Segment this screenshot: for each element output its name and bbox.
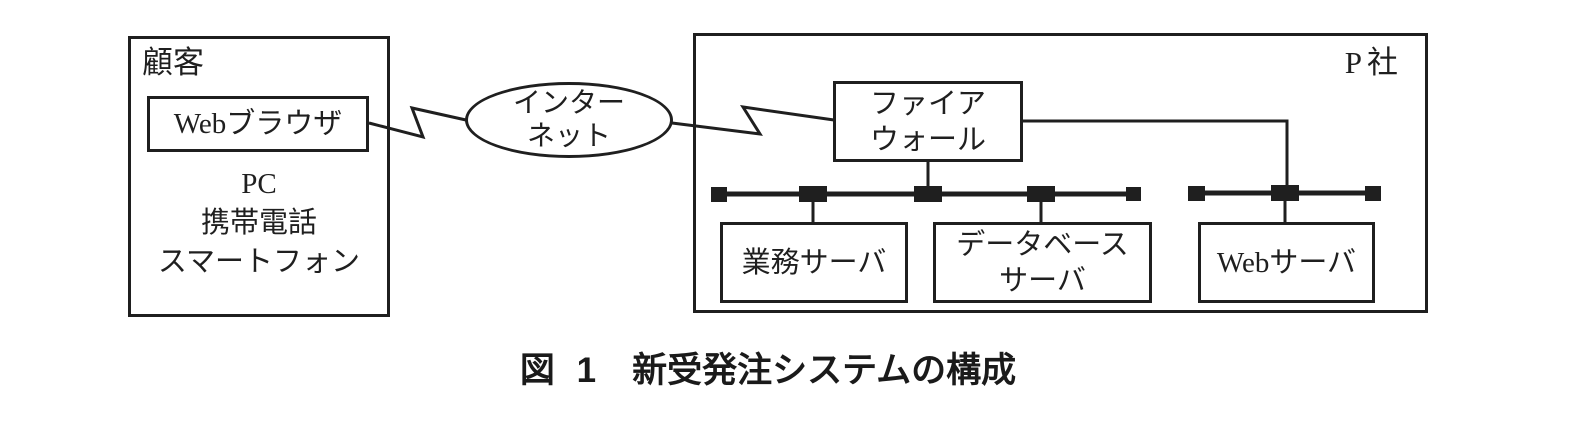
firewall-label-line1: ファイア <box>869 87 986 120</box>
web-browser-box: Webブラウザ <box>147 96 369 152</box>
firewall-box: ファイア ウォール <box>833 81 1023 162</box>
bus-terminator-left <box>711 187 727 202</box>
business-server-label: 業務サーバ <box>741 246 887 279</box>
figure-caption: 図 1 新受発注システムの構成 <box>0 342 1561 393</box>
figure-number: 図 1 <box>519 351 603 390</box>
wan-link-internet-firewall <box>671 105 835 136</box>
database-server-box: データベース サーバ <box>933 222 1152 303</box>
dmz-terminator-left <box>1188 186 1205 201</box>
device-pc: PC <box>241 168 277 200</box>
database-server-label-line1: データベース <box>956 228 1129 261</box>
internet-cloud: インター ネット <box>465 82 673 158</box>
bus-tap-database-server <box>1027 186 1055 202</box>
firewall-label-line2: ウォール <box>869 123 986 156</box>
bus-terminator-right <box>1126 187 1141 201</box>
web-server-label: Webサーバ <box>1216 246 1357 279</box>
company-group-box: P社 <box>693 33 1428 313</box>
company-group-label: P社 <box>1344 45 1403 80</box>
customer-group-box: 顧客 PC 携帯電話 スマートフォン <box>128 36 390 317</box>
device-smartphone: スマートフォン <box>157 246 361 278</box>
web-server-box: Webサーバ <box>1198 222 1375 303</box>
link-firewall-dmz <box>1022 119 1289 191</box>
dmz-terminator-right <box>1365 186 1381 201</box>
device-mobile-phone: 携帯電話 <box>200 207 317 239</box>
bus-tap-firewall <box>914 186 942 202</box>
figure-title: 新受発注システムの構成 <box>632 351 1017 390</box>
database-server-label-line2: サーバ <box>999 264 1086 297</box>
wan-link-browser-internet <box>368 105 467 140</box>
business-server-box: 業務サーバ <box>720 222 908 303</box>
dmz-tap-web-server <box>1271 185 1299 201</box>
customer-group-label: 顧客 <box>142 45 204 80</box>
web-browser-label: Webブラウザ <box>173 108 343 140</box>
customer-device-list: PC 携帯電話 スマートフォン <box>131 165 387 282</box>
bus-tap-business-server <box>799 186 827 202</box>
internet-label-line2: ネット <box>526 121 611 152</box>
internet-label-line1: インター <box>512 88 625 119</box>
